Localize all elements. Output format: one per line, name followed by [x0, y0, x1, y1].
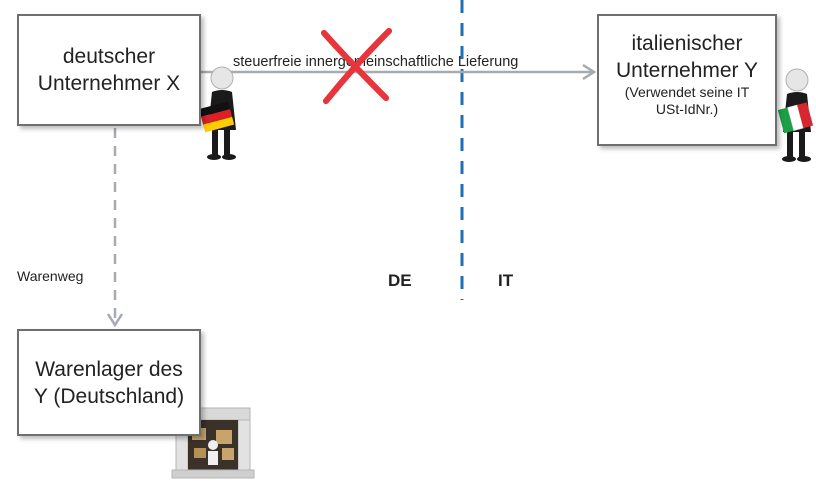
buyer-note2: USt-IdNr.)	[655, 101, 719, 117]
country-label-de: DE	[388, 271, 412, 290]
warehouse-line2: Y (Deutschland)	[33, 384, 185, 408]
seller-line2: Unternehmer X	[37, 72, 181, 95]
warehouse-box: Warenlager des Y (Deutschland)	[17, 329, 201, 436]
person-italian-flag-icon	[777, 68, 814, 162]
person-german-flag-icon	[198, 66, 236, 160]
buyer-line2: Unternehmer Y	[615, 59, 759, 82]
goods-route-label: Warenweg	[17, 268, 84, 284]
buyer-note1: (Verwendet seine IT	[624, 84, 750, 100]
buyer-line1: italienischer	[631, 32, 743, 55]
delivery-arrow	[201, 63, 597, 81]
seller-line1: deutscher	[62, 45, 156, 68]
goods-route-arrow	[106, 128, 124, 328]
country-label-it: IT	[498, 271, 514, 290]
delivery-arrow-label: steuerfreie innergemeinschaftliche Liefe…	[233, 54, 519, 70]
buyer-box: italienischer Unternehmer Y (Verwendet s…	[597, 14, 777, 146]
warehouse-line1: Warenlager des	[35, 357, 183, 381]
seller-box: deutscher Unternehmer X	[17, 14, 201, 126]
